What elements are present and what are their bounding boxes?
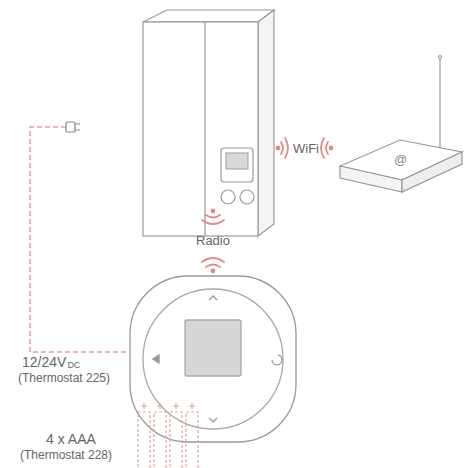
- router-illustration: [340, 56, 462, 193]
- up-symbol: [209, 296, 217, 300]
- wave-arc: [206, 265, 220, 268]
- antenna-tip: [439, 56, 442, 59]
- battery-label: 4 x AAA: [46, 432, 96, 446]
- thermostat-ring: [143, 289, 283, 429]
- plug-body: [66, 122, 75, 132]
- wire-line: [30, 127, 132, 352]
- signal-label: WiFi: [293, 142, 319, 155]
- aaa-battery: [154, 412, 166, 468]
- plug-pins: [75, 124, 80, 130]
- router-side: [402, 152, 462, 192]
- signal-label: Radio: [196, 234, 230, 247]
- model-note: (Thermostat 225): [18, 372, 110, 384]
- wave-arc: [285, 138, 288, 158]
- wave-dot: [277, 147, 280, 150]
- model-note: (Thermostat 228): [20, 449, 112, 461]
- thermostat-screen: [185, 320, 241, 376]
- voltage-label: 12/24V: [22, 355, 66, 369]
- aaa-battery: [170, 412, 182, 468]
- wave-arc: [206, 215, 220, 218]
- wifi-waves: [277, 138, 333, 158]
- wave-arc: [281, 142, 283, 154]
- aaa-battery: [138, 412, 150, 468]
- wave-arc: [326, 142, 328, 154]
- power-wire: [30, 127, 132, 352]
- boiler-knob: [221, 190, 235, 204]
- boiler-top: [143, 10, 274, 22]
- down-symbol: [209, 418, 217, 422]
- thermostat-illustration: [130, 276, 296, 442]
- boiler-front: [143, 22, 258, 236]
- wave-arc: [321, 138, 324, 158]
- menu-symbol: [153, 355, 159, 363]
- router-front: [340, 166, 402, 192]
- wave-arc: [202, 220, 224, 224]
- plug-symbol: [66, 122, 80, 132]
- thermostat-body: [130, 276, 296, 442]
- voltage-subscript: DC: [67, 361, 80, 370]
- wave-dot: [212, 210, 215, 213]
- back-symbol: [272, 355, 282, 365]
- router-antenna: [439, 58, 440, 150]
- boiler-illustration: [143, 10, 274, 236]
- aaa-battery: [186, 412, 198, 468]
- battery-plus: [141, 403, 195, 409]
- battery-symbols: [138, 403, 198, 468]
- boiler-door-split: [204, 22, 205, 236]
- boiler-knob: [240, 190, 254, 204]
- wave-arc: [202, 258, 224, 262]
- boiler-side: [258, 10, 274, 236]
- wave-dot: [212, 270, 215, 273]
- boiler-display: [221, 148, 253, 182]
- boiler-screen: [226, 153, 248, 169]
- wave-dot: [330, 147, 333, 150]
- router-symbol: @: [394, 153, 407, 166]
